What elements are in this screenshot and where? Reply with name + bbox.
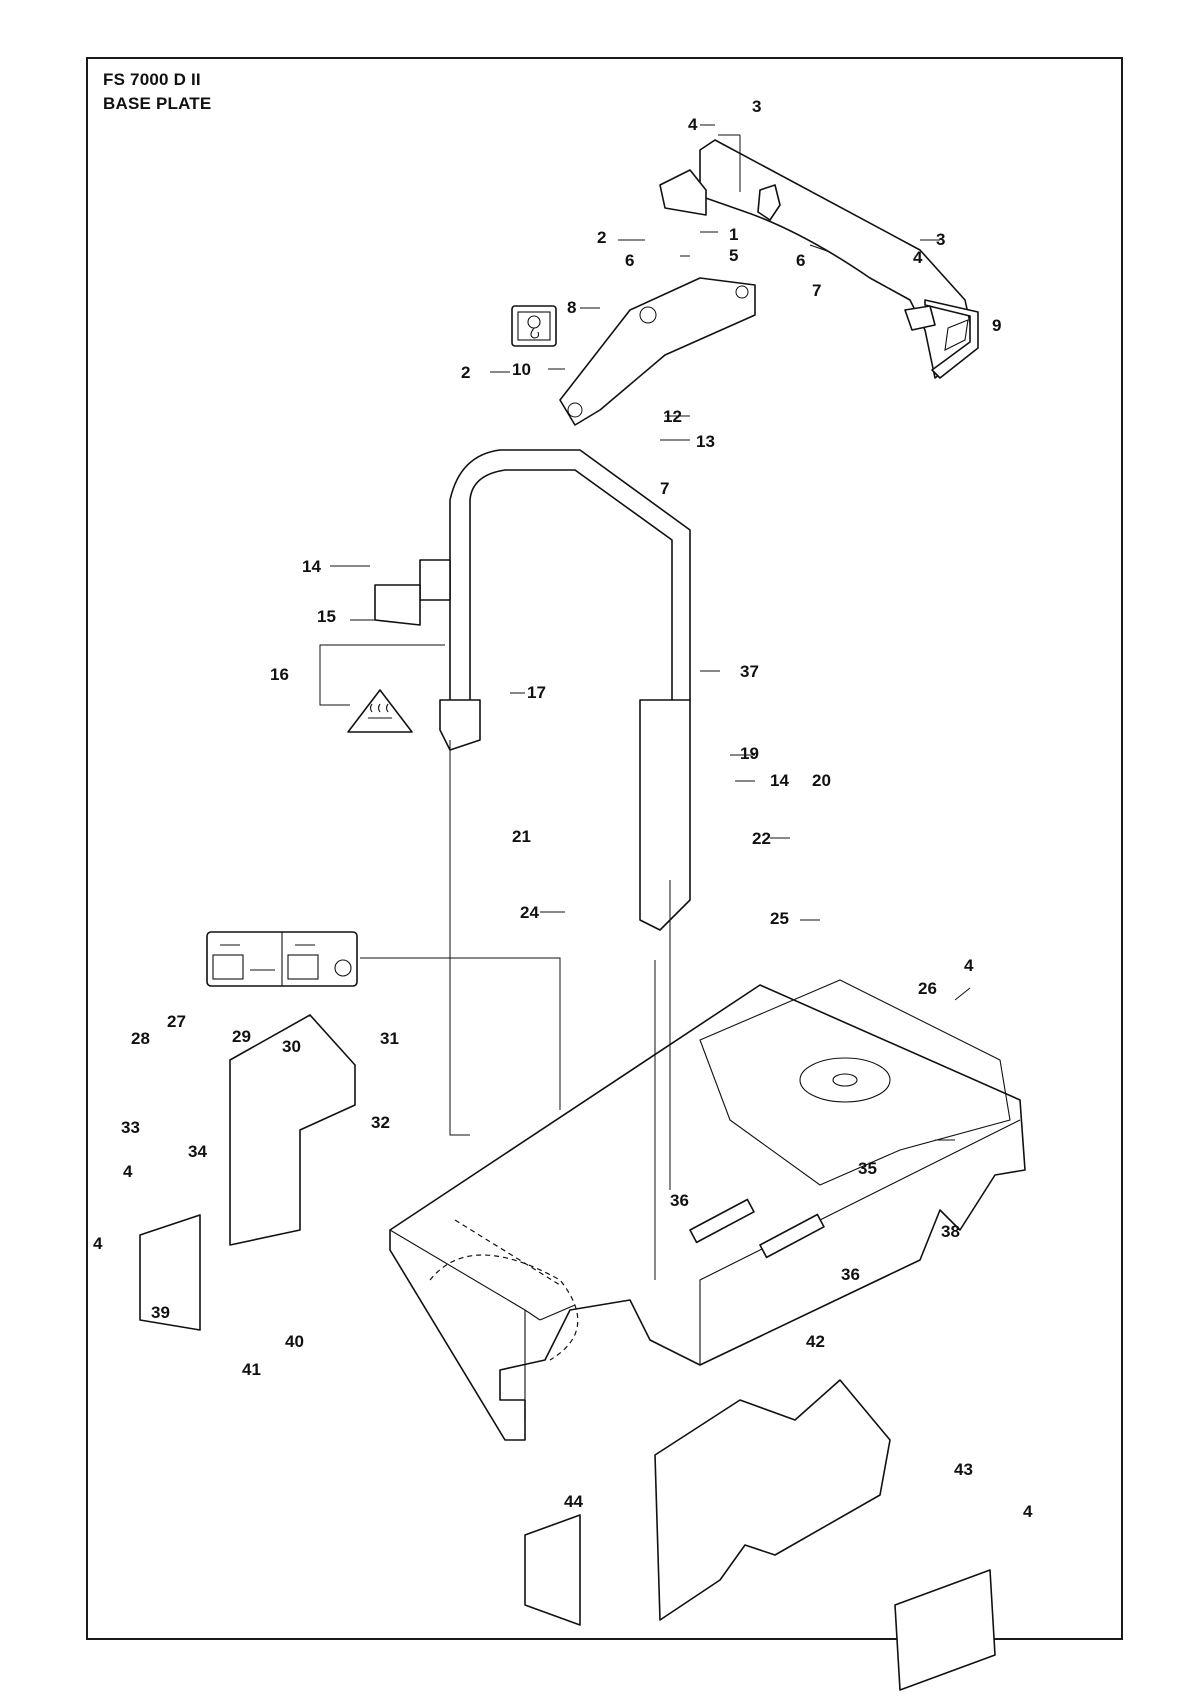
callout-36b: 36 bbox=[670, 1191, 689, 1210]
callout-37: 36 bbox=[841, 1265, 860, 1284]
callout-21: 21 bbox=[512, 827, 531, 846]
callout-29: 29 bbox=[232, 1027, 251, 1046]
callout-3: 3 bbox=[752, 97, 761, 116]
rear-handle-part-9 bbox=[659, 139, 979, 379]
callout-9: 9 bbox=[992, 316, 1001, 335]
callout-3b: 3 bbox=[936, 230, 945, 249]
callout-24: 24 bbox=[520, 903, 539, 922]
title-block: FS 7000 D II BASE PLATE bbox=[103, 68, 211, 116]
callout-27: 27 bbox=[167, 1012, 186, 1031]
callout-8: 8 bbox=[567, 298, 576, 317]
hot-surface-warning-symbol bbox=[347, 689, 413, 733]
control-instruction-label bbox=[206, 931, 358, 987]
callout-7: 7 bbox=[812, 281, 821, 300]
callout-4c: 4 bbox=[964, 956, 974, 975]
callout-32: 32 bbox=[371, 1113, 390, 1132]
callout-44: 44 bbox=[564, 1492, 583, 1511]
callout-40: 40 bbox=[285, 1332, 304, 1351]
left-plate-part-30 bbox=[139, 1014, 356, 1331]
base-frame-part-37 bbox=[389, 979, 1026, 1441]
callout-4f: 4 bbox=[1023, 1502, 1033, 1521]
callout-1: 1 bbox=[729, 225, 738, 244]
callout-25: 25 bbox=[770, 909, 789, 928]
callout-7b: 7 bbox=[660, 479, 669, 498]
callout-15: 15 bbox=[317, 607, 336, 626]
callout-labels: 3 4 1 2 5 6 6 3 4 7 8 9 2 10 12 13 7 14 … bbox=[93, 97, 1033, 1521]
callout-16: 16 bbox=[270, 665, 289, 684]
callout-5: 5 bbox=[729, 246, 738, 265]
callout-17: 17 bbox=[527, 683, 546, 702]
right-plate-part-42 bbox=[524, 1379, 996, 1691]
callout-28: 28 bbox=[131, 1029, 150, 1048]
model-title: FS 7000 D II bbox=[103, 70, 201, 89]
section-title: BASE PLATE bbox=[103, 94, 212, 113]
leader-lines bbox=[319, 124, 971, 1280]
callout-22: 22 bbox=[752, 829, 771, 848]
callout-10: 10 bbox=[512, 360, 531, 379]
callout-26: 26 bbox=[918, 979, 937, 998]
callout-14: 14 bbox=[302, 557, 321, 576]
lifting-hook-symbol bbox=[511, 305, 557, 347]
callout-35: 37 bbox=[740, 662, 759, 681]
callout-30: 30 bbox=[282, 1037, 301, 1056]
callout-19: 19 bbox=[740, 744, 759, 763]
callout-2b: 2 bbox=[461, 363, 470, 382]
drawing-frame bbox=[86, 57, 1123, 1640]
callout-4e: 4 bbox=[93, 1234, 103, 1253]
callout-2: 2 bbox=[597, 228, 606, 247]
callout-4d: 4 bbox=[123, 1162, 133, 1181]
callout-43: 43 bbox=[954, 1460, 973, 1479]
callout-12: 12 bbox=[663, 407, 682, 426]
callout-20: 20 bbox=[812, 771, 831, 790]
callout-4: 4 bbox=[688, 115, 698, 134]
callout-33: 33 bbox=[121, 1118, 140, 1137]
roll-bar-part-16 bbox=[374, 449, 691, 931]
callout-31: 31 bbox=[380, 1029, 399, 1048]
bracket-plate-part-8 bbox=[559, 277, 756, 426]
callout-13: 13 bbox=[696, 432, 715, 451]
callout-42: 42 bbox=[806, 1332, 825, 1351]
callout-6b: 6 bbox=[796, 251, 805, 270]
callout-39: 39 bbox=[151, 1303, 170, 1322]
callout-38: 38 bbox=[941, 1222, 960, 1241]
callout-6: 6 bbox=[625, 251, 634, 270]
callout-41: 41 bbox=[242, 1360, 261, 1379]
callout-4b: 4 bbox=[913, 248, 923, 267]
callout-14b: 14 bbox=[770, 771, 789, 790]
callout-34: 34 bbox=[188, 1142, 207, 1161]
callout-36: 35 bbox=[858, 1159, 877, 1178]
